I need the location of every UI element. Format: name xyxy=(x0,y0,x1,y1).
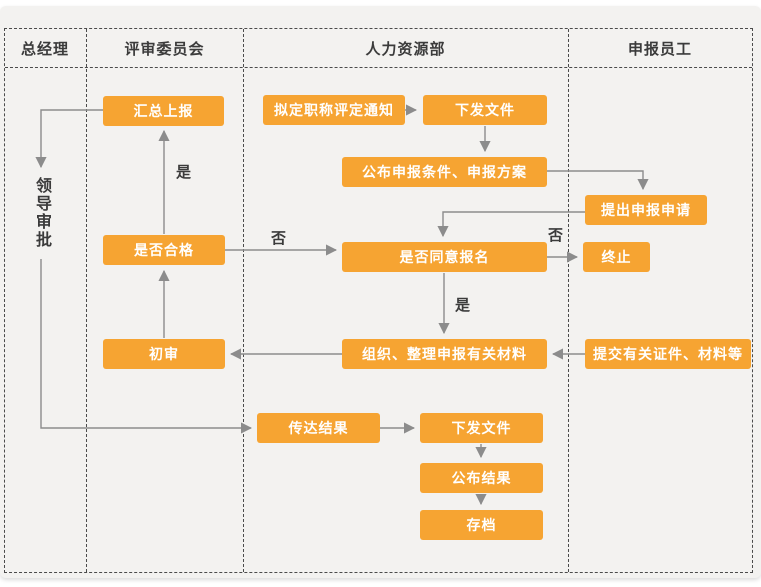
branch-label-yes-qualified: 是 xyxy=(176,164,192,181)
flow-node-terminate: 终止 xyxy=(583,242,650,272)
flow-node-organize-materials: 组织、整理申报有关材料 xyxy=(342,339,547,369)
lane-divider-3 xyxy=(568,29,569,572)
flow-node-initial-review: 初审 xyxy=(103,339,225,369)
lane-header-general-manager: 总经理 xyxy=(20,41,69,58)
branch-label-no-registration: 否 xyxy=(548,227,564,244)
flow-node-publish-conditions: 公布申报条件、申报方案 xyxy=(342,157,547,187)
flow-node-summary-report: 汇总上报 xyxy=(103,96,224,126)
lane-divider-1 xyxy=(86,29,87,572)
lane-divider-2 xyxy=(243,29,244,572)
lane-header-applicant-staff: 申报员工 xyxy=(627,41,692,58)
lane-header-review-committee: 评审委员会 xyxy=(124,41,205,58)
flow-node-issue-document-2: 下发文件 xyxy=(420,413,543,443)
flow-node-submit-certificates: 提交有关证件、材料等 xyxy=(585,339,751,369)
branch-label-no-qualified: 否 xyxy=(271,230,287,247)
flow-node-qualified-check: 是否合格 xyxy=(103,235,225,265)
flow-node-approve-registration: 是否同意报名 xyxy=(342,242,547,272)
lane-header-hr-department: 人力资源部 xyxy=(365,41,446,58)
leader-approval-note: 领导审批 xyxy=(33,177,50,249)
header-divider-line xyxy=(5,67,752,68)
flow-node-publish-results: 公布结果 xyxy=(420,463,543,493)
flow-node-draft-notice: 拟定职称评定通知 xyxy=(263,95,405,125)
branch-label-yes-registration: 是 xyxy=(455,297,471,314)
flow-node-submit-application: 提出申报申请 xyxy=(585,195,707,225)
flow-node-archive: 存档 xyxy=(420,510,543,540)
flowchart-canvas: 总经理 评审委员会 人力资源部 申报员工 xyxy=(0,6,761,578)
flow-node-issue-document-1: 下发文件 xyxy=(423,95,547,125)
flow-node-convey-results: 传达结果 xyxy=(257,413,380,443)
